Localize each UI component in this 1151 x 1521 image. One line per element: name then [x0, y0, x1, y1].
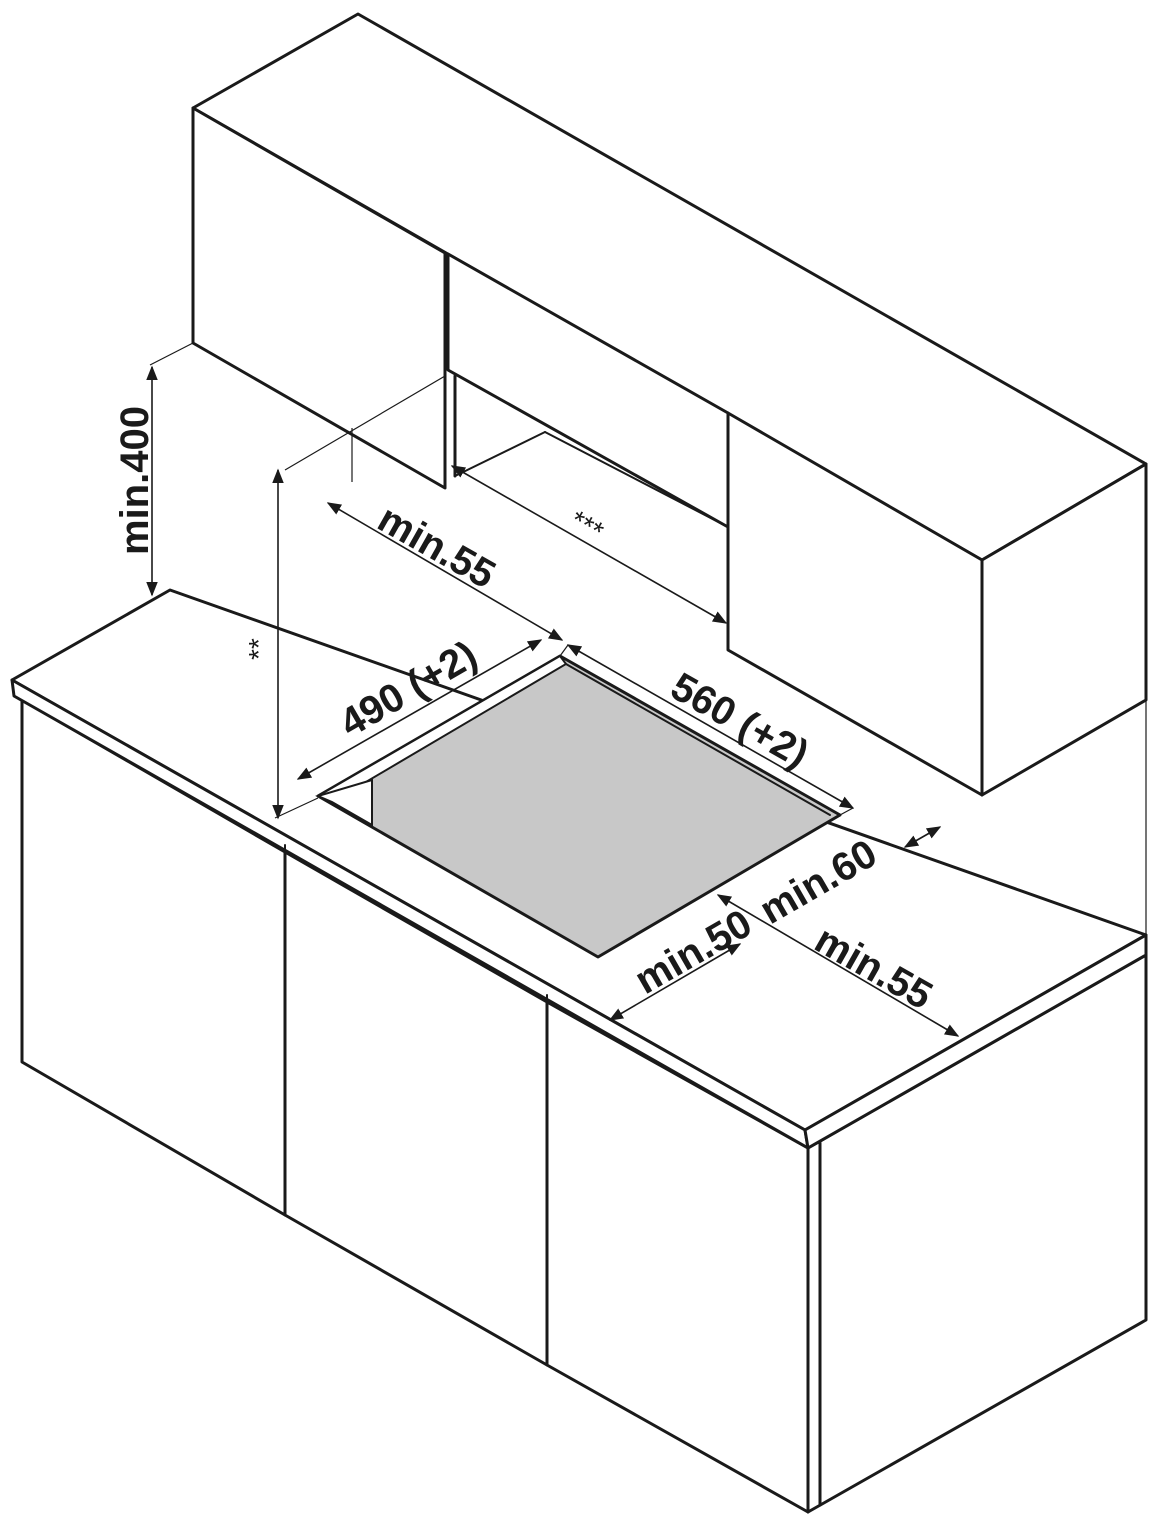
label-back-clearance: min.55	[371, 497, 503, 598]
wall-cabinet-left-front	[191, 106, 447, 490]
dim-line-cutout-depth	[296, 639, 543, 780]
dim-line-right-side	[716, 894, 960, 1037]
dim-line-right-clearance	[903, 826, 942, 848]
wall-cabinets	[191, 12, 1148, 797]
label-min400: min.400	[113, 406, 157, 555]
dim-line-wall-cabinet	[450, 465, 728, 624]
base-cabinets	[20, 698, 1148, 1514]
label-wall-cabinet-note: ***	[565, 504, 609, 547]
dim-line-front-clearance	[608, 943, 742, 1021]
label-side-height-note: **	[243, 638, 274, 660]
dimension-lines	[146, 365, 960, 1037]
worktop-right-edge	[803, 933, 1148, 1150]
dim-line-cutout-width	[566, 644, 855, 809]
wall-lines	[149, 342, 1147, 935]
